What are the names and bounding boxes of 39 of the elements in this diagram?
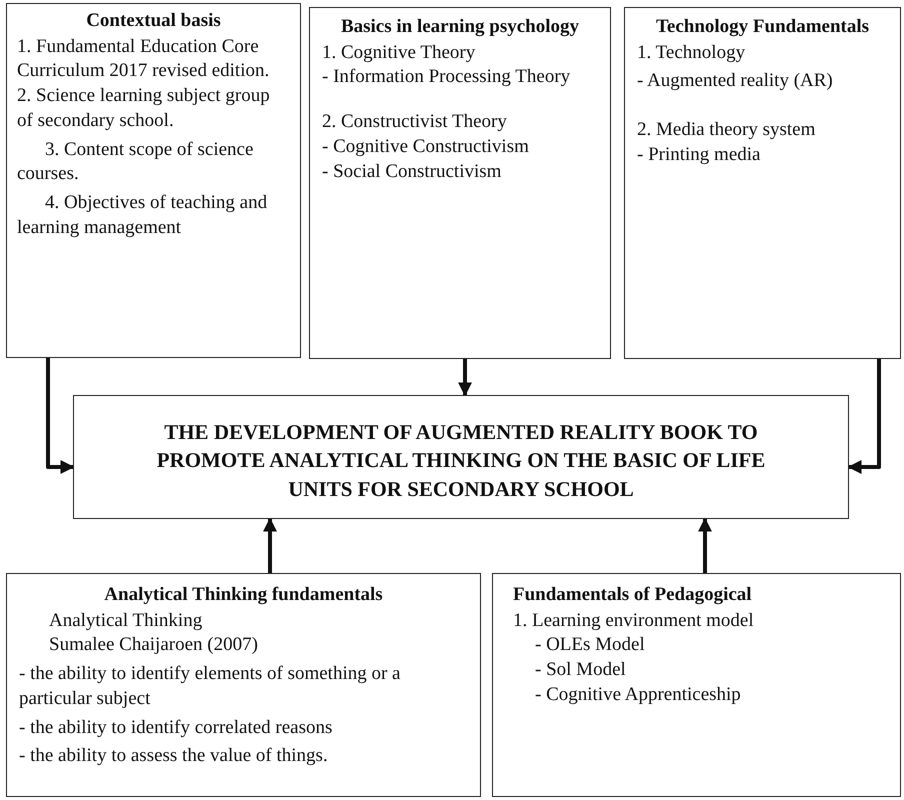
arrow <box>698 518 712 573</box>
list-item: 1. Technology <box>637 40 746 65</box>
box-label: THE DEVELOPMENT OF AUGMENTED REALITY BOOK TO PROMOTE ANALYTICAL THINKING ON THE BASIC OF LIFE UNITS FOR SECONDARY SCHOOL <box>156 419 766 503</box>
title-box <box>73 395 849 519</box>
box-heading: Fundamentals of Pedagogical <box>512 584 753 607</box>
arrow <box>848 359 881 474</box>
box-heading: Contextual basis <box>85 10 222 33</box>
list-item: 4. Objectives of teaching and learning management <box>17 190 268 240</box>
box-heading: Analytical Thinking fundamentals <box>103 584 384 607</box>
list-item: 2. Science learning subject group of secondary school. <box>17 84 271 133</box>
concept-box <box>624 7 901 359</box>
concept-box <box>6 573 481 797</box>
list-item: 3. Content scope of science courses. <box>17 138 254 186</box>
list-item: 1. Learning environment model <box>512 608 755 633</box>
list-item: 2. Media theory system <box>637 118 816 142</box>
list-item: - Cognitive Apprenticeship <box>534 682 742 707</box>
arrow <box>458 359 472 396</box>
list-item: 2. Constructivist Theory <box>322 110 508 134</box>
concept-box <box>309 7 611 359</box>
list-item: - Printing media <box>637 142 762 167</box>
list-item: - OLEs Model <box>534 633 646 658</box>
concept-box <box>492 573 901 797</box>
list-item: - the ability to assess the value of things. <box>19 744 329 768</box>
list-item: 1. Fundamental Education Core Curriculum 2017 revised edition. <box>17 34 270 84</box>
list-item: 1. Cognitive Theory <box>322 40 476 65</box>
list-item: - the ability to identify elements of something or a particular subject <box>19 662 402 711</box>
list-item: Sumalee Chaijaroen (2007) <box>48 633 259 658</box>
list-item: - Cognitive Constructivism <box>322 134 530 159</box>
concept-box <box>6 3 301 358</box>
box-heading: Basics in learning psychology <box>340 16 580 39</box>
list-item: - the ability to identify correlated reasons <box>19 716 334 740</box>
arrow <box>46 358 74 474</box>
list-item: - Social Constructivism <box>322 160 502 184</box>
list-item: Analytical Thinking <box>48 608 204 633</box>
arrow <box>263 518 277 573</box>
list-item: - Information Processing Theory <box>322 65 572 90</box>
list-item: - Augmented reality (AR) <box>637 69 834 94</box>
box-heading: Technology Fundamentals <box>654 16 870 39</box>
list-item: - Sol Model <box>534 658 627 682</box>
